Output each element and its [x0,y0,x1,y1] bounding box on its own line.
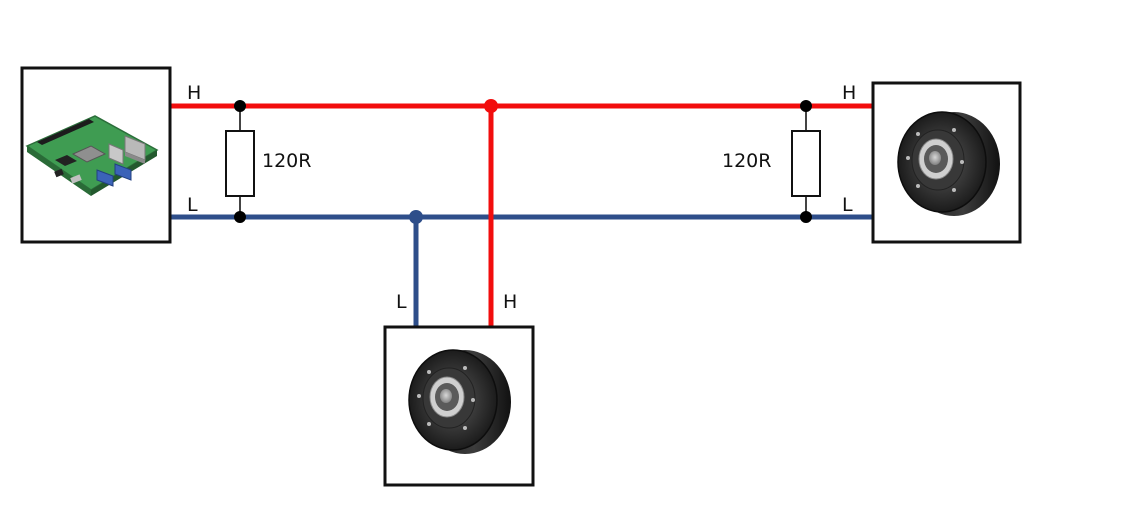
left-high-label: H [187,82,201,104]
right-resistor-body [791,130,821,197]
servo-motor-icon [408,349,511,454]
bottom-low-label: L [396,291,407,313]
motor-right-device [871,81,1022,244]
raspberry-pi-board-icon [25,115,159,196]
right-resistor-bottom-node [800,211,812,223]
left-resistor-top-node [234,100,246,112]
motor-bottom-device [383,325,535,487]
left-low-label: L [187,194,198,216]
right-termination-resistor: 120R [722,100,821,223]
can-low-junction-node [409,210,423,224]
can-low-wires [170,214,873,327]
right-resistor-label: 120R [722,150,771,172]
right-resistor-top-node [800,100,812,112]
left-termination-resistor: 120R [225,100,311,223]
right-high-label: H [842,82,856,104]
left-resistor-body [225,130,255,197]
left-resistor-label: 120R [262,150,311,172]
can-high-wires [170,103,873,327]
controller-device [20,66,172,244]
can-high-junction-node [484,99,498,113]
bottom-high-label: H [503,291,517,313]
left-resistor-bottom-node [234,211,246,223]
servo-motor-icon [897,111,1000,216]
right-low-label: L [842,194,853,216]
